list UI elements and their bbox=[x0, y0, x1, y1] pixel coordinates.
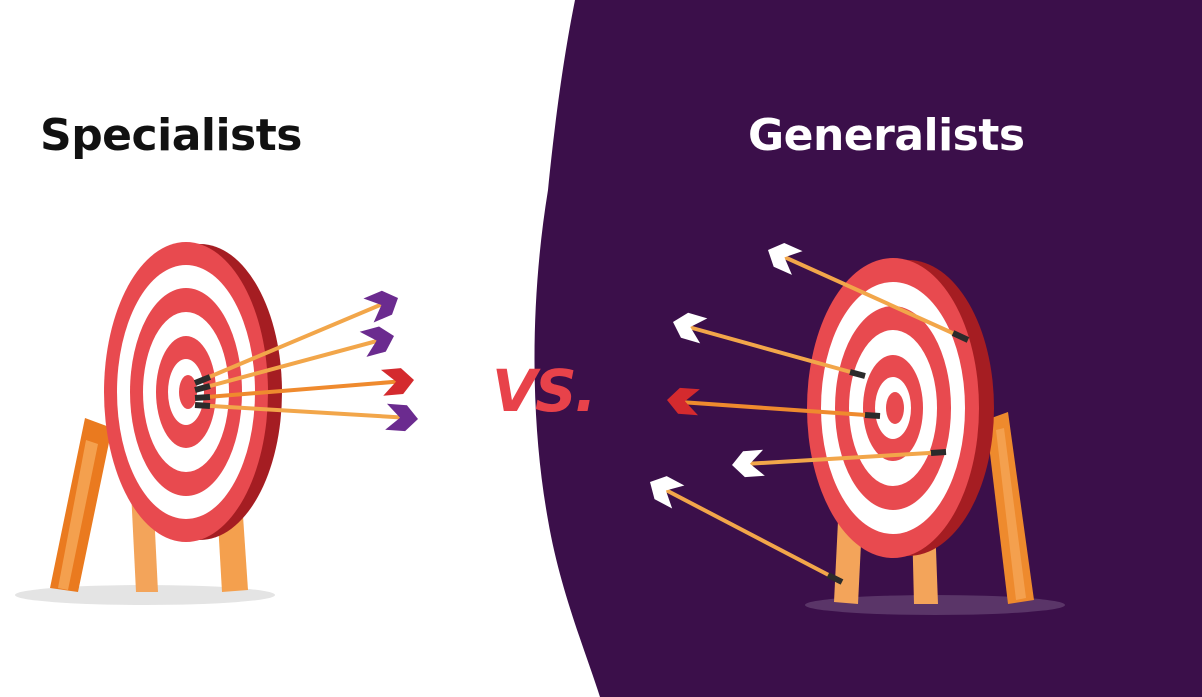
arrow-left-3 bbox=[194, 367, 416, 401]
specialists-heading: Specialists bbox=[40, 110, 302, 161]
arrows-left bbox=[193, 286, 419, 432]
arrow-left-2 bbox=[194, 323, 398, 393]
arrow-right-3 bbox=[666, 387, 881, 419]
arrow-right-2 bbox=[669, 309, 866, 379]
generalist-target-group bbox=[643, 238, 1065, 615]
versus-label: VS. bbox=[492, 357, 597, 425]
arrows-right bbox=[643, 238, 970, 585]
generalists-heading: Generalists bbox=[748, 110, 1025, 161]
arrow-left-1 bbox=[193, 286, 404, 386]
target-right bbox=[807, 258, 994, 558]
arrow-right-1 bbox=[762, 238, 970, 343]
arrow-right-4 bbox=[731, 449, 947, 478]
specialist-target-group bbox=[15, 242, 419, 605]
ground-shadow-right bbox=[805, 595, 1065, 615]
arrow-left-4 bbox=[194, 402, 419, 432]
target-left bbox=[104, 242, 282, 542]
ground-shadow-left bbox=[15, 585, 275, 605]
arrow-right-5 bbox=[643, 470, 844, 585]
